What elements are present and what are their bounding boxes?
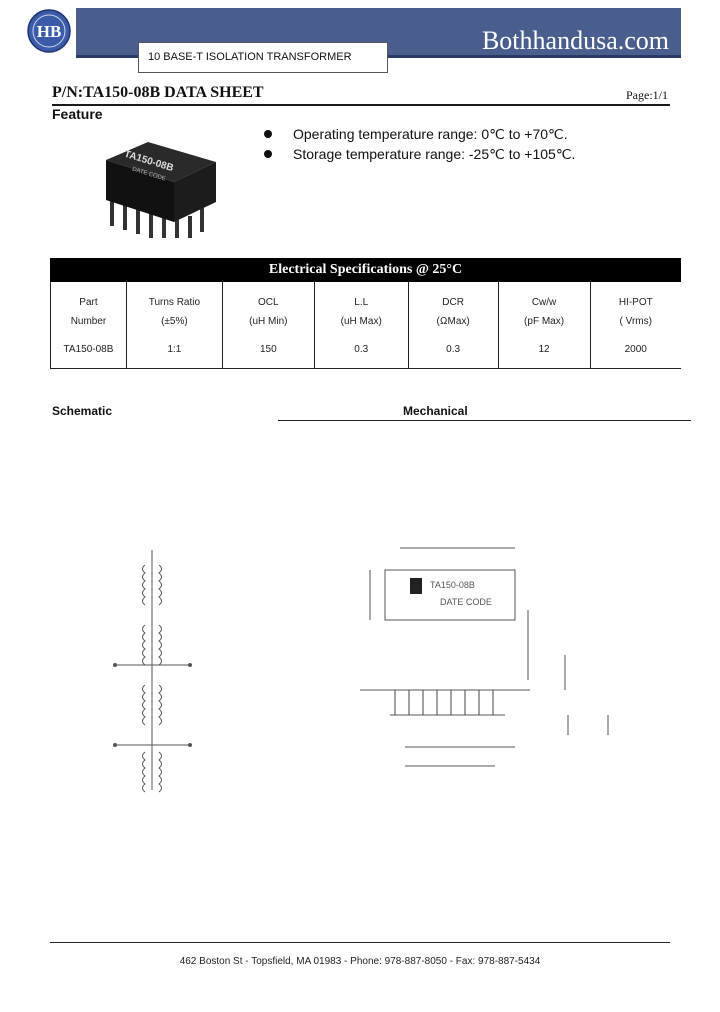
mechanical-divider bbox=[278, 420, 691, 421]
mechanical-sublabel: DATE CODE bbox=[440, 597, 492, 607]
col-hipot: HI-POT( Vrms) bbox=[589, 282, 681, 342]
document-title: P/N:TA150-08B DATA SHEET bbox=[52, 84, 264, 101]
feature-item-storage-temp: Storage temperature range: -25℃ to +105℃… bbox=[262, 144, 575, 164]
col-cww: Cw/w(pF Max) bbox=[497, 282, 591, 342]
brand-name[interactable]: Bothhandusa.com bbox=[481, 26, 669, 55]
cell-hipot: 2000 bbox=[589, 342, 681, 369]
col-ll: L.L(uH Max) bbox=[313, 282, 409, 342]
logo-text: HB bbox=[37, 22, 62, 41]
feature-heading: Feature bbox=[52, 106, 103, 122]
col-turns-ratio: Turns Ratio(±5%) bbox=[125, 282, 223, 342]
cell-ocl: 150 bbox=[221, 342, 315, 369]
schematic-heading: Schematic bbox=[52, 404, 113, 418]
feature-item-operating-temp: Operating temperature range: 0℃ to +70℃. bbox=[262, 124, 575, 144]
cell-ll: 0.3 bbox=[313, 342, 409, 369]
col-ocl: OCL(uH Min) bbox=[221, 282, 315, 342]
mechanical-label: TA150-08B bbox=[430, 580, 475, 590]
cell-part-number: TA150-08B bbox=[50, 342, 127, 369]
company-logo: HB bbox=[27, 9, 71, 53]
spec-heading: Electrical Specifications @ 25°C bbox=[50, 258, 681, 282]
footer-divider bbox=[50, 942, 670, 943]
feature-list: Operating temperature range: 0℃ to +70℃.… bbox=[262, 124, 575, 164]
mechanical-diagram: TA150-08B DATE CODE bbox=[360, 547, 609, 767]
footer-address: 462 Boston St - Topsfield, MA 01983 - Ph… bbox=[179, 956, 541, 967]
title-divider bbox=[52, 104, 670, 106]
page-number: Page:1/1 bbox=[626, 88, 668, 102]
product-type-label: 10 BASE-T ISOLATION TRANSFORMER bbox=[138, 42, 388, 73]
cell-cww: 12 bbox=[497, 342, 591, 369]
cell-dcr: 0.3 bbox=[407, 342, 499, 369]
component-photo: TA150-08B DATE CODE bbox=[106, 142, 216, 238]
col-dcr: DCR(ΩMax) bbox=[407, 282, 499, 342]
table-row: TA150-08B 1:1 150 0.3 0.3 12 2000 bbox=[50, 342, 681, 369]
cell-turns-ratio: 1:1 bbox=[125, 342, 223, 369]
schematic-diagram bbox=[113, 550, 192, 793]
mechanical-heading: Mechanical bbox=[403, 404, 468, 418]
